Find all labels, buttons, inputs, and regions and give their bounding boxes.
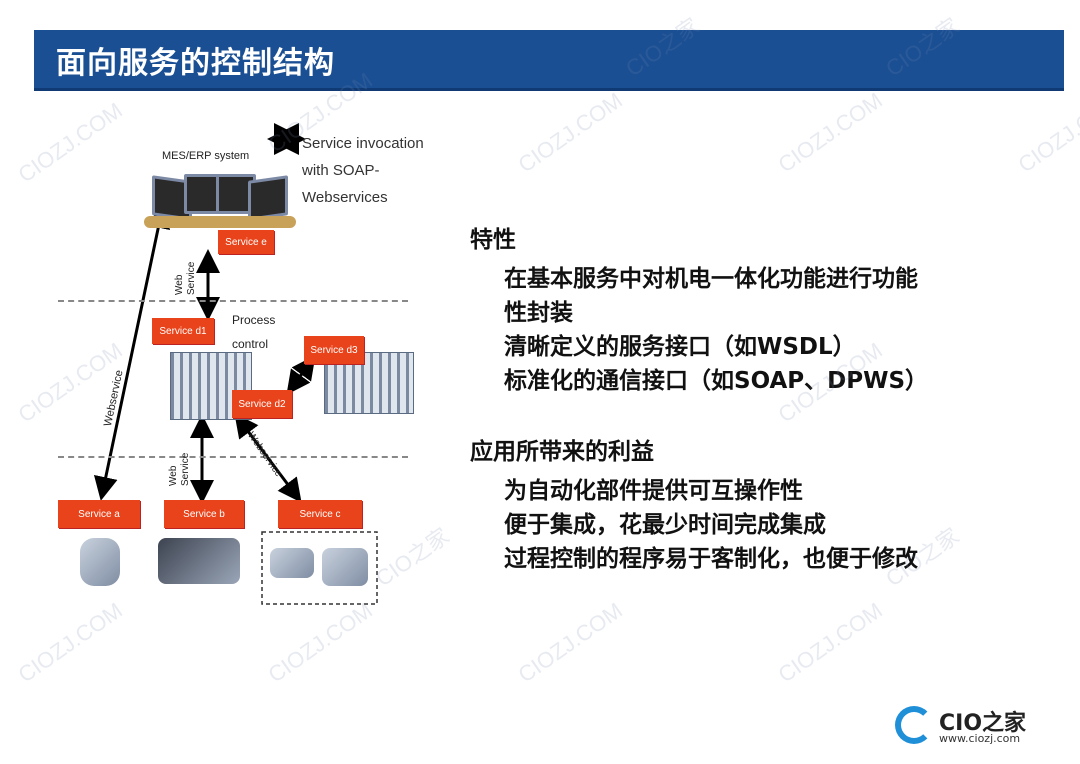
page-title: 面向服务的控制结构 [56,38,335,82]
watermark: CIOZJ.COM [1013,88,1080,179]
content-text: 特性 在基本服务中对机电一体化功能进行功能 性封装 清晰定义的服务接口（如WSD… [470,220,928,576]
arrow-d2-d3 [290,360,312,390]
logo-ring-icon [895,706,933,744]
layer-separator [58,456,408,458]
legend-line-1: Service invocation [302,130,424,157]
process-control-label: Process control [232,308,275,356]
mes-erp-label: MES/ERP system [162,150,249,162]
service-d1-box: Service d1 [152,318,214,344]
web-service-top-line-2: Service [186,262,198,295]
benefit-item: 过程控制的程序易于客制化，也便于修改 [504,542,928,576]
legend-text: Service invocation with SOAP- Webservice… [302,130,424,211]
service-c-box: Service c [278,500,362,528]
watermark: CIOZJ.COM [773,598,887,689]
actuator-icon [270,548,314,578]
web-service-top-line-1: Web [174,262,186,295]
benefits-list: 为自动化部件提供可互操作性 便于集成，花最少时间完成集成 过程控制的程序易于客制… [470,474,928,576]
desk-icon [144,216,296,228]
web-service-mid-label: Web Service [168,453,192,486]
feature-item: 性封装 [504,296,928,330]
features-list: 在基本服务中对机电一体化功能进行功能 性封装 清晰定义的服务接口（如WSDL） … [470,262,928,398]
service-architecture-diagram: Service invocation with SOAP- Webservice… [40,120,440,650]
legend-line-3: Webservices [302,184,424,211]
service-a-box: Service a [58,500,140,528]
feature-item: 标准化的通信接口（如SOAP、DPWS） [504,364,928,398]
benefits-heading: 应用所带来的利益 [470,432,928,466]
monitor-icon [248,175,288,221]
service-b-box: Service b [164,500,244,528]
benefit-item: 为自动化部件提供可互操作性 [504,474,928,508]
service-e-box: Service e [218,230,274,254]
legend-line-2: with SOAP- [302,157,424,184]
feature-item: 清晰定义的服务接口（如WSDL） [504,330,928,364]
service-d2-box: Service d2 [232,390,292,418]
features-heading: 特性 [470,220,928,254]
watermark: CIOZJ.COM [773,88,887,179]
title-bar: 面向服务的控制结构 [34,30,1064,91]
web-service-top-label: Web Service [174,262,198,295]
arrow-mes-a [102,210,162,495]
web-service-mid-line-1: Web [168,453,180,486]
watermark: CIOZJ.COM [513,88,627,179]
layer-separator [58,300,408,302]
web-service-mid-line-2: Service [180,453,192,486]
watermark: CIOZJ.COM [513,598,627,689]
feature-item: 在基本服务中对机电一体化功能进行功能 [504,262,928,296]
flow-meter-icon [80,538,120,586]
process-control-line-1: Process [232,308,275,332]
service-d3-box: Service d3 [304,336,364,364]
logo-url: www.ciozj.com [939,732,1020,745]
benefit-item: 便于集成，花最少时间完成集成 [504,508,928,542]
pump-icon [158,538,240,584]
motor-icon [322,548,368,586]
